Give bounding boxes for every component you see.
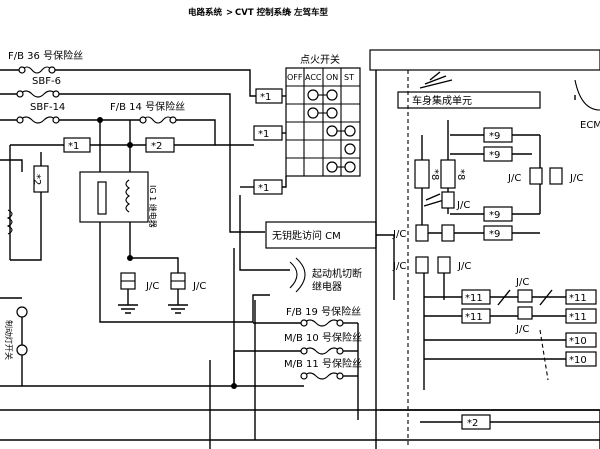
coil-symbol: [6, 209, 13, 235]
fuse-sbf6-label: SBF-6: [32, 76, 61, 87]
jc-label: J/C: [507, 173, 521, 184]
jc-label: J/C: [515, 324, 529, 335]
jc-label: J/C: [569, 173, 583, 184]
lower-fuses: F/B 19 号保险丝 M/B 10 号保险丝 M/B 11 号保险丝: [0, 248, 362, 389]
breadcrumb-item-lhd[interactable]: 左驾车型: [293, 7, 329, 18]
fuse-mb11-label: M/B 11 号保险丝: [284, 357, 362, 370]
ig1-relay-label: IG 1 继电器: [148, 185, 158, 228]
note-tag-label: *2: [467, 418, 478, 429]
fuse-feed-group: F/B 36 号保险丝 SBF-6 SBF-14 F/B 14 号保险丝: [0, 49, 265, 233]
ign-pos-acc: ACC: [305, 73, 322, 82]
breadcrumb-item-circuit[interactable]: 电路系统: [188, 7, 223, 18]
note-tag-label: *9: [489, 150, 500, 161]
note-tag-label: *1: [260, 92, 271, 103]
note-tag-label: *10: [569, 336, 587, 347]
note-tag-label: *1: [68, 141, 79, 152]
ign-pos-off: OFF: [287, 73, 303, 82]
starter-relay-label-1: 起动机切断: [312, 267, 362, 280]
fuse-mb10-label: M/B 10 号保险丝: [284, 331, 362, 344]
note-tag: [414, 159, 430, 189]
ign-pos-st: ST: [344, 73, 354, 82]
note-tag-label: *8: [455, 169, 466, 180]
note-tag-label: *2: [31, 174, 42, 185]
junction-grounds: J/C J/C: [99, 222, 270, 323]
body-integrated-unit: 车身集成单元 ECM: [369, 49, 600, 448]
jc-label: J/C: [515, 277, 529, 288]
starter-cut-relay: 起动机切断 继电器: [289, 257, 362, 293]
ign-pos-on: ON: [326, 73, 338, 82]
note-tag-label: *9: [489, 131, 500, 142]
left-switch: 制动灯开关: [0, 297, 28, 386]
fuse-sbf14-symbol: [19, 116, 57, 124]
fuse-fb14-symbol: [142, 116, 174, 124]
biu-label: 车身集成单元: [412, 94, 472, 107]
ignition-switch: 点火开关 OFF ACC ON ST: [285, 53, 361, 177]
ecm-label: ECM: [580, 120, 600, 131]
note-tag-label: *9: [489, 210, 500, 221]
note-tag-label: *8: [429, 169, 440, 180]
starter-relay-label-2: 继电器: [312, 280, 342, 293]
fuse-fb19-label: F/B 19 号保险丝: [286, 305, 361, 318]
left-vertical-label: 制动灯开关: [4, 320, 14, 360]
fuse-fb36-symbol: [21, 66, 53, 74]
note-tag-label: *9: [489, 229, 500, 240]
fuse-fb36-label: F/B 36 号保险丝: [8, 49, 83, 62]
note-tag-label: *2: [151, 141, 162, 152]
fuse-sbf14-label: SBF-14: [30, 102, 65, 113]
note-tag-label: *10: [569, 355, 587, 366]
jc-label: J/C: [392, 229, 406, 240]
jc-label: J/C: [456, 200, 470, 211]
ig1-relay: IG 1 继电器: [79, 120, 158, 228]
ignition-switch-title: 点火开关: [300, 53, 340, 66]
note-tag-label: *1: [258, 183, 269, 194]
fuse-fb14-label: F/B 14 号保险丝: [110, 100, 185, 113]
note-tag-label: *11: [569, 293, 587, 304]
note-tag: [440, 159, 456, 189]
jc-label: J/C: [392, 261, 406, 272]
jc-label: J/C: [192, 281, 206, 292]
keyless-cm-label: 无钥匙访问 CM: [272, 229, 341, 242]
note-tag-label: *11: [465, 293, 483, 304]
jc-label: J/C: [457, 261, 471, 272]
breadcrumb-separator: >: [285, 8, 292, 18]
note-tag-label: *1: [258, 129, 269, 140]
jc-label: J/C: [145, 281, 159, 292]
breadcrumb-item-cvt[interactable]: CVT 控制系统: [235, 7, 291, 18]
breadcrumb-separator: >: [226, 8, 233, 18]
note-tag-label: *11: [569, 312, 587, 323]
note-tag-label: *11: [465, 312, 483, 323]
fuse-sbf6-symbol: [19, 90, 57, 98]
